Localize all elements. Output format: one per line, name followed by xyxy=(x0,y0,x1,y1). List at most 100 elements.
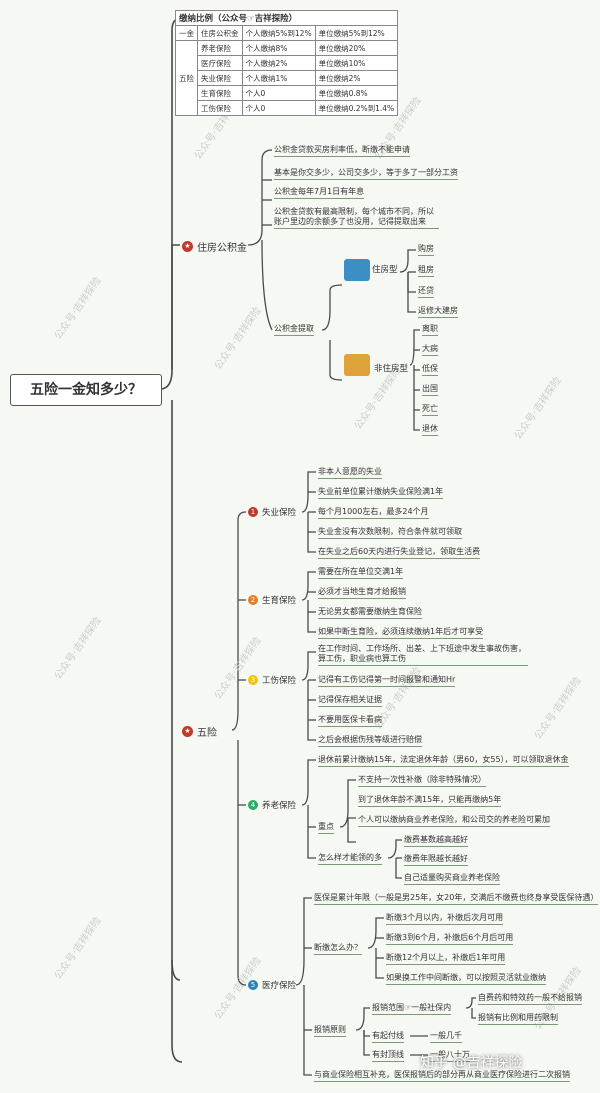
node-label: 工伤保险 xyxy=(262,674,296,686)
list-item: 医保是累计年限（一般是男25年，女20年，交满后不缴费也终身享受医保待遇） xyxy=(314,893,598,905)
rule-node: 报销原则 xyxy=(314,1025,346,1037)
list-item: 断缴3个月以内，补缴后次月可用 xyxy=(386,913,503,925)
list-item: 到了退休年龄不满15年，只能再缴纳5年 xyxy=(358,795,501,807)
key-node: 重点 xyxy=(318,822,334,834)
list-item: 个人可以缴纳商业养老保险，和公司交的养老险可累加 xyxy=(358,815,550,827)
list-item: 缴费年限越长越好 xyxy=(404,854,468,866)
cell: 生育保险 xyxy=(198,86,243,101)
rates-table: 缴纳比例（公众号☞吉祥探险） 一金 住房公积金 个人缴纳5%到12% 单位缴纳5… xyxy=(175,10,398,116)
list-item: 如果换工作中间断缴，可以按照灵活就业缴纳 xyxy=(386,973,546,985)
branch-label: 五险 xyxy=(197,724,217,739)
list-item: 报销有比例和用药限制 xyxy=(478,1013,558,1025)
cell: 住房公积金 xyxy=(198,26,243,41)
cell: 单位缴纳0.2%到1.4% xyxy=(315,101,398,116)
list-item: 不要用医保卡看病 xyxy=(318,715,382,727)
cell: 失业保险 xyxy=(198,71,243,86)
table-title: 缴纳比例（公众号☞吉祥探险） xyxy=(176,11,398,26)
table-row: 工伤保险 个人0 单位缴纳0.2%到1.4% xyxy=(176,101,398,116)
house-icon xyxy=(344,259,370,281)
node-pension[interactable]: 4 养老保险 xyxy=(248,799,296,811)
list-item: 需要在所在单位交满1年 xyxy=(318,567,403,579)
cell: 单位缴纳2% xyxy=(315,71,398,86)
branch-five-insurances[interactable]: ★ 五险 xyxy=(182,724,217,739)
list-item: 死亡 xyxy=(422,404,438,416)
list-item: 一般几千 xyxy=(430,1031,462,1043)
node-label: 医疗保险 xyxy=(262,979,296,991)
list-item: 公积金贷款有最高限制，每个城市不同，所以账户里边的余额多了也没用，记得提取出来 xyxy=(274,207,439,229)
cell: 个人缴纳2% xyxy=(242,56,315,71)
node-label: 失业保险 xyxy=(262,506,296,518)
group-label: 一金 xyxy=(176,26,198,41)
cell: 个人缴纳8% xyxy=(242,41,315,56)
scope-node: 报销范围☞一般社保内 xyxy=(372,1003,451,1015)
list-item: 在失业之后60天内进行失业登记，领取生活费 xyxy=(318,547,480,559)
number-badge: 5 xyxy=(248,980,258,990)
list-item: 断缴12个月以上，补缴后1年可用 xyxy=(386,953,505,965)
list-item: 在工作时间、工作场所、出差、上下班途中发生事故伤害，算工伤，职业病也算工伤 xyxy=(318,644,528,666)
list-item: 缴费基数越高越好 xyxy=(404,835,468,847)
people-icon xyxy=(344,354,370,376)
cell: 单位缴纳5%到12% xyxy=(315,26,398,41)
list-item: 退休前累计缴纳15年，法定退休年龄（男60，女55），可以领取退休金 xyxy=(318,755,569,767)
list-item: 必须才当地生育才给报销 xyxy=(318,587,406,599)
list-item: 每个月1000左右，最多24个月 xyxy=(318,507,429,519)
list-item: 基本是你交多少，公司交多少，等于多了一部分工资 xyxy=(274,168,458,180)
node-injury[interactable]: 3 工伤保险 xyxy=(248,674,296,686)
list-item: 自己适量购买商业养老保险 xyxy=(404,873,500,885)
list-item: 退休 xyxy=(422,424,438,436)
how-node: 怎么样才能领的多 xyxy=(318,853,382,865)
cell: 个人0 xyxy=(242,101,315,116)
cell: 医疗保险 xyxy=(198,56,243,71)
list-item: 记得保存相关证据 xyxy=(318,695,382,707)
node-label: 养老保险 xyxy=(262,799,296,811)
number-badge: 1 xyxy=(248,507,258,517)
number-badge: 3 xyxy=(248,675,258,685)
branch-label: 住房公积金 xyxy=(197,239,247,254)
list-item: 记得有工伤记得第一时间报警和通知Hr xyxy=(318,675,455,687)
cap-node: 有封顶线 xyxy=(372,1050,404,1062)
star-icon: ★ xyxy=(182,726,193,737)
list-item: 之后会根据伤残等级进行赔偿 xyxy=(318,735,422,747)
list-item: 大病 xyxy=(422,344,438,356)
list-item: 非本人意愿的失业 xyxy=(318,467,382,479)
cell: 工伤保险 xyxy=(198,101,243,116)
table-row: 失业保险 个人缴纳1% 单位缴纳2% xyxy=(176,71,398,86)
zhihu-watermark: 知乎 @吉祥探险 xyxy=(420,1052,522,1072)
list-item: 返修大建房 xyxy=(418,306,458,318)
list-item: 购房 xyxy=(418,244,434,256)
star-icon: ★ xyxy=(182,241,193,252)
cell: 个人0 xyxy=(242,86,315,101)
list-item: 不支持一次性补缴（除非特殊情况） xyxy=(358,775,486,787)
node-unemployment[interactable]: 1 失业保险 xyxy=(248,506,296,518)
table-row: 一金 住房公积金 个人缴纳5%到12% 单位缴纳5%到12% xyxy=(176,26,398,41)
table-row: 医疗保险 个人缴纳2% 单位缴纳10% xyxy=(176,56,398,71)
node-maternity[interactable]: 2 生育保险 xyxy=(248,594,296,606)
number-badge: 4 xyxy=(248,800,258,810)
list-item: 公积金贷款买房利率低，断缴不能申请 xyxy=(274,145,410,157)
table-row: 五险 养老保险 个人缴纳8% 单位缴纳20% xyxy=(176,41,398,56)
list-item: 失业金没有次数限制，符合条件就可领取 xyxy=(318,527,462,539)
list-item: 离职 xyxy=(422,324,438,336)
nonhousing-node: 非住房型 xyxy=(374,364,408,374)
cell: 养老保险 xyxy=(198,41,243,56)
group-label: 五险 xyxy=(176,41,198,116)
branch-housing-fund[interactable]: ★ 住房公积金 xyxy=(182,239,247,254)
cell: 单位缴纳0.8% xyxy=(315,86,398,101)
list-item: 租房 xyxy=(418,265,434,277)
cell: 个人缴纳1% xyxy=(242,71,315,86)
list-item: 如果中断生育险，必须连续缴纳1年后才可享受 xyxy=(318,627,483,639)
withdraw-node: 公积金提取 xyxy=(274,324,314,336)
node-label: 生育保险 xyxy=(262,594,296,606)
list-item: 失业前单位累计缴纳失业保险满1年 xyxy=(318,487,443,499)
list-item: 自费药和特效药一般不给报销 xyxy=(478,993,582,1005)
number-badge: 2 xyxy=(248,595,258,605)
node-medical[interactable]: 5 医疗保险 xyxy=(248,979,296,991)
list-item: 还贷 xyxy=(418,286,434,298)
list-item: 出国 xyxy=(422,384,438,396)
lapse-node: 断缴怎么办？ xyxy=(314,943,362,955)
root-topic[interactable]: 五险一金知多少？ xyxy=(10,374,162,406)
start-node: 有起付线 xyxy=(372,1031,404,1043)
list-item: 无论男女都需要缴纳生育保险 xyxy=(318,607,422,619)
housing-node: 住房型 xyxy=(372,265,398,275)
